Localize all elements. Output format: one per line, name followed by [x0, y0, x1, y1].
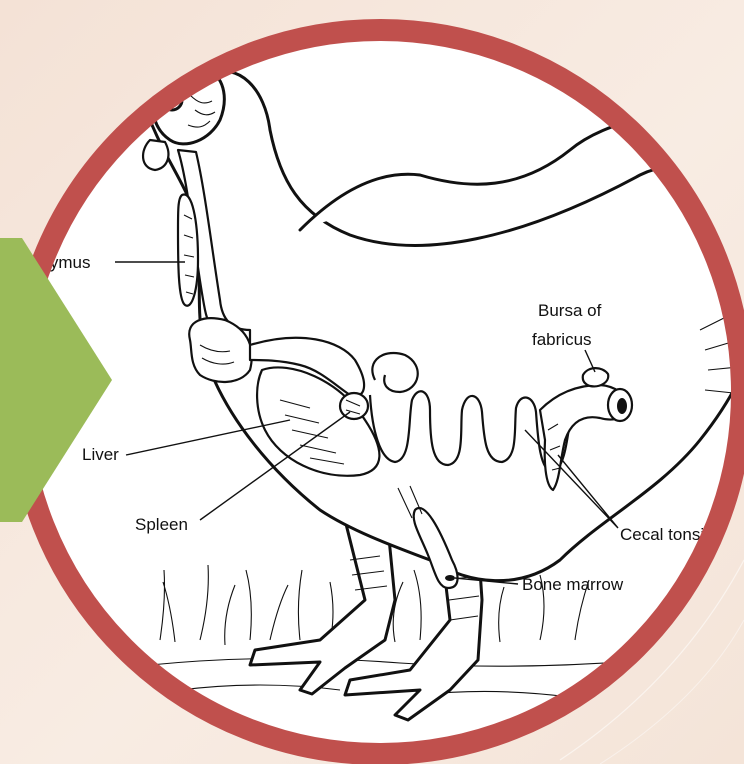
- label-bursa-line1: Bursa of: [538, 301, 602, 320]
- label-spleen: Spleen: [135, 515, 188, 534]
- label-bursa-line2: fabricus: [532, 330, 592, 349]
- spleen-organ: [340, 393, 368, 419]
- label-bone-marrow: Bone marrow: [522, 575, 624, 594]
- label-liver: Liver: [82, 445, 119, 464]
- bursa-organ: [583, 368, 609, 386]
